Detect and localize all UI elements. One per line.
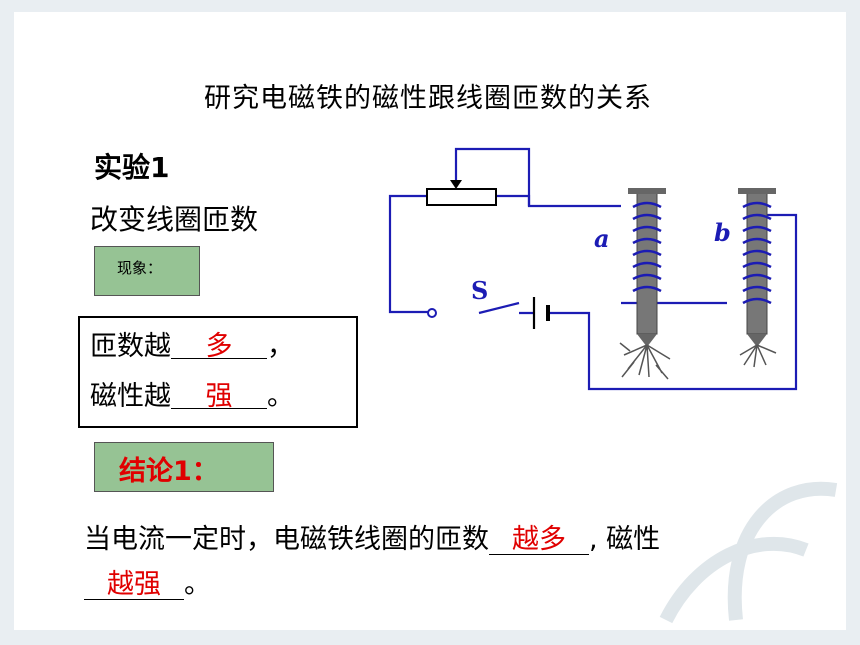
conclusion-box: 结论1： bbox=[94, 442, 274, 492]
iron-filings-b bbox=[739, 344, 777, 368]
result-box: 匝数越 多 ， 磁性越 强 。 bbox=[78, 316, 358, 428]
fill-blank-2: 强 bbox=[171, 378, 267, 412]
observation-label: 现象： bbox=[117, 259, 163, 277]
switch-label: S bbox=[471, 276, 488, 305]
result-line1-prefix: 匝数越 bbox=[90, 331, 171, 362]
experiment-description: 改变线圈匝数 bbox=[90, 203, 259, 236]
circuit-diagram: S a b bbox=[388, 147, 798, 391]
electromagnet-b bbox=[738, 188, 777, 368]
conclusion-suffix: 。 bbox=[184, 569, 211, 600]
electromagnet-a bbox=[619, 188, 671, 380]
answer-turns: 多 bbox=[205, 331, 233, 362]
experiment-label: 实验1 bbox=[94, 151, 170, 184]
fill-blank-1: 多 bbox=[171, 328, 267, 362]
coil-a-label: a bbox=[594, 224, 610, 253]
switch-contact bbox=[427, 308, 437, 318]
conclusion-label: 结论1： bbox=[119, 456, 219, 487]
answer-more: 越多 bbox=[512, 524, 566, 555]
fill-blank-4: 越强 bbox=[84, 571, 184, 600]
result-line-2: 磁性越 强 。 bbox=[90, 374, 294, 413]
fill-blank-3: 越多 bbox=[489, 526, 589, 555]
rheostat-slider-arrow bbox=[450, 180, 462, 189]
page-title: 研究电磁铁的磁性跟线圈匝数的关系 bbox=[204, 83, 652, 114]
conclusion-middle: , 磁性 bbox=[589, 524, 661, 555]
rheostat bbox=[426, 188, 497, 206]
circuit-wires bbox=[388, 147, 798, 391]
observation-box: 现象： bbox=[94, 246, 200, 296]
answer-stronger: 越强 bbox=[107, 569, 161, 600]
result-line2-prefix: 磁性越 bbox=[90, 381, 171, 412]
result-line1-suffix: ， bbox=[267, 331, 294, 362]
iron-filings-a bbox=[619, 342, 671, 380]
conclusion-prefix: 当电流一定时，电磁铁线圈的匝数 bbox=[84, 524, 489, 555]
result-line2-suffix: 。 bbox=[267, 381, 294, 412]
watermark-decoration bbox=[659, 481, 838, 624]
answer-magnetism: 强 bbox=[205, 381, 233, 412]
result-line-1: 匝数越 多 ， bbox=[90, 324, 294, 363]
slide: 研究电磁铁的磁性跟线圈匝数的关系 实验1 改变线圈匝数 现象： 匝数越 多 ， 磁性… bbox=[14, 12, 846, 630]
coil-b-label: b bbox=[714, 218, 731, 247]
conclusion-text: 当电流一定时，电磁铁线圈的匝数越多 , 磁性 越强。 bbox=[84, 517, 804, 607]
